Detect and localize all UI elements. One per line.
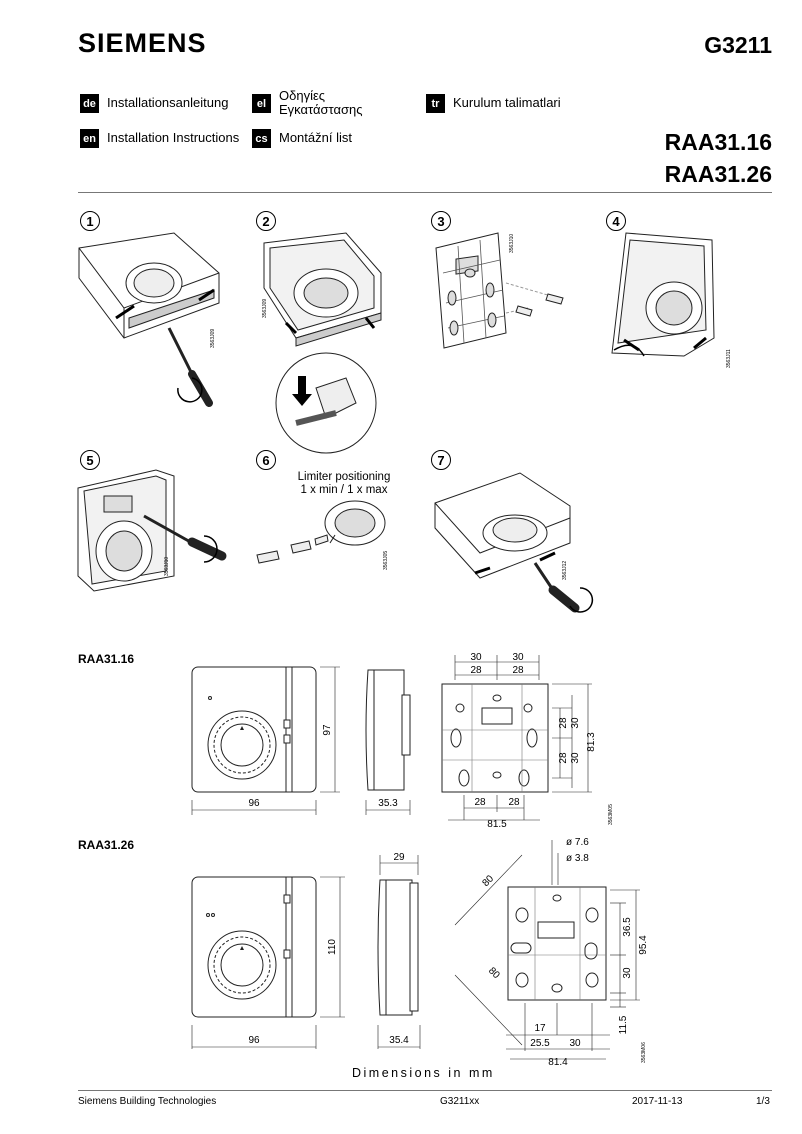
step-number: 6 xyxy=(256,450,276,470)
dimension-label: 29 xyxy=(393,852,405,863)
dimension-label: 30 xyxy=(512,652,524,663)
raa3116-drawing: 96 97 35.3 30 30 28 28 28 28 81.5 28 30 … xyxy=(191,652,614,830)
image-code: 3563J05 xyxy=(383,551,389,570)
dimension-label: 28 xyxy=(470,665,482,676)
step5-illustration: 3563J10 xyxy=(77,469,227,592)
language-cs: cs Montážní list xyxy=(252,129,352,148)
step-number: 2 xyxy=(256,211,276,231)
dimension-label: 11.5 xyxy=(618,1015,629,1034)
step-number: 5 xyxy=(80,450,100,470)
step3-illustration: 3563J10 xyxy=(435,232,564,349)
language-label: Οδηγίες Εγκατάστασης xyxy=(279,88,363,117)
image-code: 3563J10 xyxy=(164,557,170,576)
image-code: 3563J09 xyxy=(210,329,216,348)
dimension-label: 96 xyxy=(248,1035,260,1046)
language-el: el Οδηγίες Εγκατάστασης xyxy=(252,87,392,117)
step6-illustration: 3563J05 xyxy=(256,500,389,570)
image-code: 3563M05 xyxy=(608,804,614,825)
step7-illustration: 3563J12 xyxy=(434,472,594,613)
dimension-label: 25.5 xyxy=(530,1038,550,1049)
dimension-label: 28 xyxy=(512,665,524,676)
dimension-label: 36.5 xyxy=(622,917,633,937)
dimension-title: RAA31.16 xyxy=(78,652,135,666)
step1-illustration: 3563J09 xyxy=(78,232,220,407)
step6-caption-line: 1 x min / 1 x max xyxy=(300,484,388,496)
header-divider xyxy=(78,192,772,193)
dimension-label: 30 xyxy=(570,752,581,764)
step-number: 3 xyxy=(431,211,451,231)
footer-doc: G3211xx xyxy=(440,1096,480,1107)
language-label: Installation Instructions xyxy=(107,130,240,145)
language-label: Kurulum talimatlari xyxy=(453,95,561,110)
dimension-label: 80 xyxy=(486,965,502,981)
step6-caption-line: Limiter positioning xyxy=(297,471,391,483)
language-tr: tr Kurulum talimatlari xyxy=(426,94,561,113)
language-code: cs xyxy=(252,129,271,148)
image-code: 3563J10 xyxy=(509,234,515,253)
dimensions-note: Dimensions in mm xyxy=(352,1066,495,1080)
model-name: RAA31.16 xyxy=(664,129,772,155)
footer-page: 1/3 xyxy=(756,1096,770,1107)
language-en: en Installation Instructions xyxy=(80,129,239,148)
step-number: 7 xyxy=(431,450,451,470)
language-code: el xyxy=(252,94,271,113)
footer-divider xyxy=(78,1090,772,1091)
step-number: 1 xyxy=(80,211,100,231)
footer-company: Siemens Building Technologies xyxy=(78,1096,217,1107)
language-code: tr xyxy=(426,94,445,113)
dimension-label: 35.3 xyxy=(378,798,398,809)
dimension-label: 28 xyxy=(558,717,569,729)
dimension-title: RAA31.26 xyxy=(78,838,135,852)
dimension-label: 96 xyxy=(248,798,260,809)
language-code: en xyxy=(80,129,99,148)
step-number: 4 xyxy=(606,211,626,231)
dimension-label: 95.4 xyxy=(638,935,649,955)
dimension-label: 81.3 xyxy=(586,732,597,752)
model-name: RAA31.26 xyxy=(664,161,772,187)
image-code: 3563J12 xyxy=(562,561,568,580)
dimension-label: 28 xyxy=(508,797,520,808)
footer-date: 2017-11-13 xyxy=(632,1096,683,1107)
dimension-label: 28 xyxy=(474,797,486,808)
image-code: 3563J09 xyxy=(262,299,268,318)
raa3126-drawing: 96 110 29 35.4 80 80 ø 7.6 ø 3.8 36.5 95… xyxy=(191,837,649,1067)
dimension-label: 35.4 xyxy=(389,1035,409,1046)
dimension-label: 17 xyxy=(534,1023,546,1034)
dimension-label: 30 xyxy=(570,717,581,729)
dimension-label: 80 xyxy=(480,873,496,889)
dimension-label: 110 xyxy=(327,939,338,955)
dimension-label: 30 xyxy=(622,967,633,979)
language-label: Installationsanleitung xyxy=(107,95,229,110)
step6-caption: Limiter positioning 1 x min / 1 x max xyxy=(292,471,396,497)
dimension-label: 97 xyxy=(322,724,333,736)
image-code: 3563M06 xyxy=(641,1042,647,1063)
document-number: G3211 xyxy=(704,32,772,58)
language-code: de xyxy=(80,94,99,113)
dimension-label: 81.5 xyxy=(487,819,507,830)
brand-logo: SIEMENS xyxy=(78,28,207,58)
model-list: RAA31.16 RAA31.26 xyxy=(665,126,772,190)
image-code: 3563J11 xyxy=(726,349,732,368)
step4-illustration: 3563J11 xyxy=(611,232,732,368)
language-label: Montážní list xyxy=(279,130,352,145)
dimension-label: ø 3.8 xyxy=(566,853,589,864)
dimension-label: 30 xyxy=(470,652,482,663)
dimension-label: 81.4 xyxy=(548,1057,568,1067)
dimension-label: ø 7.6 xyxy=(566,837,589,848)
dimension-label: 30 xyxy=(569,1038,581,1049)
dimension-label: 28 xyxy=(558,752,569,764)
step2-illustration: 3563J09 xyxy=(262,232,382,454)
language-de: de Installationsanleitung xyxy=(80,94,228,113)
